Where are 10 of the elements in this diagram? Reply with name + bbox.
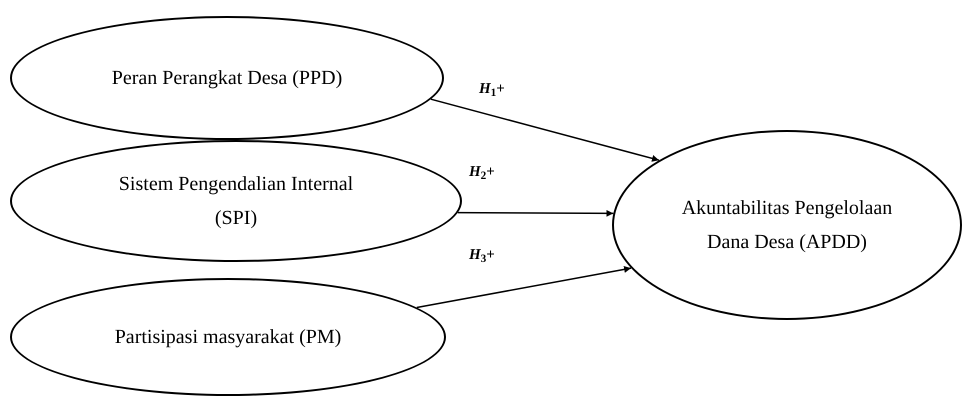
arrow	[430, 98, 660, 162]
node-label: Sistem Pengendalian Internal (SPI)	[118, 172, 354, 231]
arrow	[416, 266, 632, 308]
edge-label: H$_{3}$+	[468, 248, 496, 263]
node-label: Akuntabilitas Pengelolaan Dana Desa (APDD)	[680, 196, 894, 255]
edge-label: H$_{1}$+	[478, 82, 506, 97]
node-label: Peran Perangkat Desa (PPD)	[110, 66, 344, 91]
edge-label: H$_{2}$+	[468, 165, 496, 180]
arrow	[458, 210, 614, 217]
node-label: Partisipasi masyarakat (PM)	[114, 325, 342, 350]
